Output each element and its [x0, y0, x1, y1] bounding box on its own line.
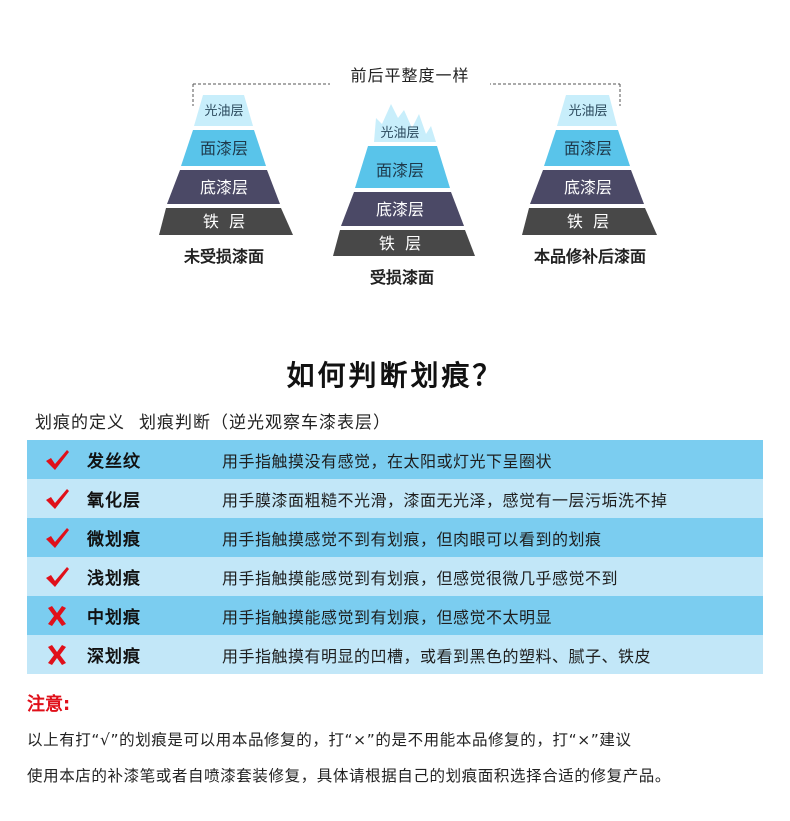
layer-topcoat-label: 面漆层	[376, 161, 424, 180]
scratch-description: 用手指触摸能感觉到有划痕，但感觉很微几乎感觉不到	[222, 568, 619, 588]
scratch-description: 用手指触摸没有感觉，在太阳或灯光下呈圈状	[222, 451, 553, 471]
scratch-type: 微划痕	[87, 530, 141, 550]
scratch-type: 发丝纹	[87, 452, 141, 472]
pyramid-caption: 受损漆面	[370, 268, 434, 287]
check-icon	[27, 557, 87, 596]
scratch-type: 深划痕	[87, 647, 141, 667]
pyramid-damaged: 光油层 面漆层 底漆层 铁 层 受损漆面	[333, 104, 475, 287]
scratch-description: 用手指触摸有明显的凹槽，或看到黑色的塑料、腻子、铁皮	[222, 646, 652, 666]
section-heading: 如何判断划痕？	[286, 359, 504, 392]
table-row: 发丝纹 用手指触摸没有感觉，在太阳或灯光下呈圈状	[27, 440, 763, 479]
cross-icon	[27, 635, 87, 674]
layer-iron-label: 铁 层	[567, 212, 609, 231]
table-row: 氧化层 用手膜漆面粗糙不光滑，漆面无光泽，感觉有一层污垢洗不掉	[27, 479, 763, 518]
flatness-bracket	[192, 83, 621, 106]
layer-topcoat-label: 面漆层	[564, 139, 612, 158]
cross-icon	[27, 596, 87, 635]
scratch-type: 浅划痕	[87, 569, 141, 589]
table-subheading: 划痕的定义划痕判断（逆光观察车漆表层）	[35, 408, 391, 433]
flatness-caption: 前后平整度一样	[350, 66, 469, 85]
subheading-judgement: 划痕判断（逆光观察车漆表层）	[139, 413, 391, 433]
layer-topcoat-label: 面漆层	[200, 139, 248, 158]
layer-gloss-label: 光油层	[204, 104, 243, 119]
pyramid-caption: 未受损漆面	[183, 247, 264, 266]
note-line: 使用本店的补漆笔或者自喷漆套装修复，具体请根据自己的划痕面积选择合适的修复产品。	[27, 767, 672, 785]
subheading-definition: 划痕的定义	[35, 413, 125, 433]
layer-gloss-label: 光油层	[380, 126, 419, 141]
scratch-table: 发丝纹 用手指触摸没有感觉，在太阳或灯光下呈圈状 氧化层 用手膜漆面粗糙不光滑，…	[27, 440, 763, 674]
note-title: 注意:	[27, 694, 71, 715]
table-row: 浅划痕 用手指触摸能感觉到有划痕，但感觉很微几乎感觉不到	[27, 557, 763, 596]
table-row: 深划痕 用手指触摸有明显的凹槽，或看到黑色的塑料、腻子、铁皮	[27, 635, 763, 674]
scratch-description: 用手指触摸能感觉到有划痕，但感觉不太明显	[222, 607, 553, 627]
table-row: 微划痕 用手指触摸感觉不到有划痕，但肉眼可以看到的划痕	[27, 518, 763, 557]
check-icon	[27, 479, 87, 518]
layer-primer-label: 底漆层	[200, 178, 248, 197]
paint-layers-diagram: 前后平整度一样 光油层 面漆层 底漆层 铁 层 未受损漆面 光油层 面漆层 底漆…	[159, 62, 657, 287]
scratch-description: 用手膜漆面粗糙不光滑，漆面无光泽，感觉有一层污垢洗不掉	[222, 490, 668, 510]
check-icon	[27, 518, 87, 557]
scratch-type: 中划痕	[87, 608, 141, 628]
pyramid-repaired: 光油层 面漆层 底漆层 铁 层 本品修补后漆面	[522, 95, 657, 266]
pyramid-undamaged: 光油层 面漆层 底漆层 铁 层 未受损漆面	[159, 95, 293, 266]
layer-iron-label: 铁 层	[379, 234, 421, 253]
pyramid-caption: 本品修补后漆面	[534, 247, 646, 266]
layer-primer-label: 底漆层	[376, 200, 424, 219]
layer-iron-label: 铁 层	[203, 212, 245, 231]
scratch-type: 氧化层	[87, 491, 141, 511]
layer-primer-label: 底漆层	[564, 178, 612, 197]
table-row: 中划痕 用手指触摸能感觉到有划痕，但感觉不太明显	[27, 596, 763, 635]
check-icon	[27, 440, 87, 479]
layer-gloss-label: 光油层	[568, 104, 607, 119]
note-line: 以上有打“√”的划痕是可以用本品修复的，打“×”的是不用能本品修复的，打“×”建…	[27, 731, 632, 749]
scratch-description: 用手指触摸感觉不到有划痕，但肉眼可以看到的划痕	[222, 529, 602, 549]
